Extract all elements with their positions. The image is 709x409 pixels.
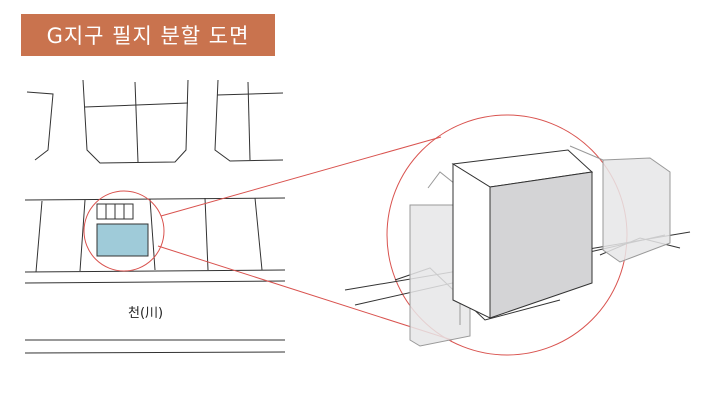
road-edge [24, 280, 286, 284]
building-front [489, 171, 593, 319]
highlighted-lot [96, 223, 149, 257]
block-outline-right [214, 79, 284, 162]
callout-line-top [160, 136, 442, 217]
parcel-line [254, 197, 263, 271]
block-divider [216, 92, 284, 96]
parcel-line [149, 198, 156, 271]
block-divider [84, 102, 189, 108]
callout-circle-small [83, 190, 165, 272]
site-plan-map [24, 79, 286, 354]
road-edge [24, 269, 286, 273]
block-divider [134, 81, 139, 163]
ghost-building-right [602, 157, 671, 263]
river-bank [24, 351, 286, 354]
block-divider [247, 81, 251, 161]
building-side [452, 163, 491, 319]
title-banner: G지구 필지 분할 도면 [21, 14, 275, 56]
parcel-line [35, 200, 43, 273]
block-outline-center [82, 79, 189, 164]
river-label: 천(川) [128, 306, 164, 321]
parcel-line [79, 199, 86, 272]
subdivided-lot [96, 203, 149, 257]
block-outline-left [26, 91, 54, 161]
parcel-line [204, 197, 209, 271]
callout-line-bottom [157, 245, 453, 341]
building-3d-view [344, 145, 691, 347]
road-edge [24, 197, 286, 201]
